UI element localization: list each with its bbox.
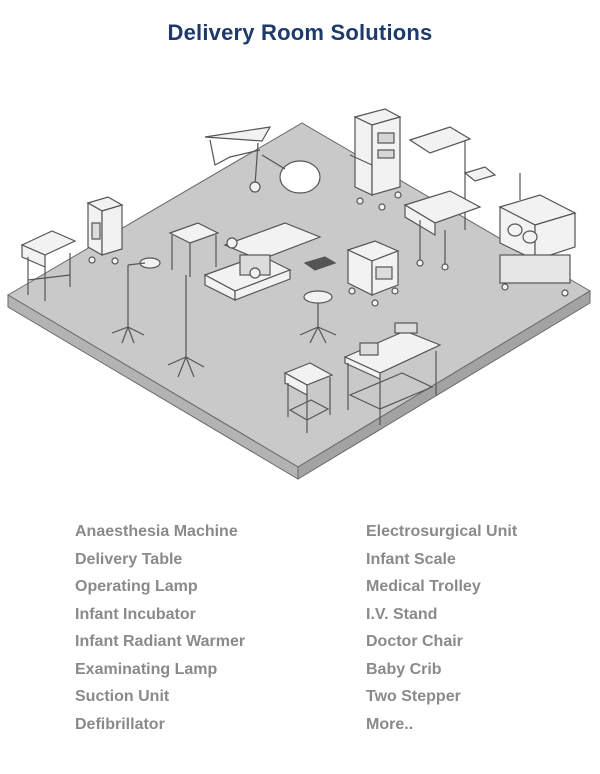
delivery-table (203, 222, 337, 301)
equipment-list-left: Anaesthesia Machine Delivery Table Opera… (75, 518, 245, 738)
page-title: Delivery Room Solutions (167, 20, 433, 45)
operating-lamp (204, 126, 321, 194)
examinating-lamp (111, 257, 205, 378)
list-item: I.V. Stand (366, 605, 438, 623)
anaesthesia-machine (349, 108, 402, 211)
infant-incubator (498, 173, 577, 297)
list-item: Defibrillator (75, 715, 165, 733)
list-item: Medical Trolley (366, 578, 481, 595)
delivery-room-illustration (7, 108, 591, 480)
side-table (168, 222, 220, 277)
list-item: Electrosurgical Unit (366, 523, 518, 540)
list-item: Delivery Table (75, 550, 183, 568)
list-item: Infant Scale (366, 550, 456, 568)
list-item: Anaesthesia Machine (75, 523, 238, 540)
list-item: Infant Incubator (75, 605, 196, 623)
doctor-chair (299, 290, 337, 344)
infant-radiant-warmer (403, 126, 497, 271)
more-link[interactable]: More.. (366, 715, 414, 733)
two-stepper (283, 362, 334, 433)
list-item: Suction Unit (75, 688, 170, 705)
baby-crib (20, 230, 77, 301)
electrosurgical-unit (346, 240, 400, 307)
medical-trolley (343, 322, 442, 425)
list-item: Two Stepper (366, 688, 461, 705)
list-item: Infant Radiant Warmer (75, 633, 246, 650)
list-item: Examinating Lamp (75, 660, 218, 678)
suction-unit (86, 196, 124, 265)
list-item: Doctor Chair (366, 633, 463, 650)
list-item: Baby Crib (366, 660, 442, 678)
equipment-list-right: Electrosurgical Unit Infant Scale Medica… (366, 518, 517, 738)
list-item: Operating Lamp (75, 578, 198, 595)
